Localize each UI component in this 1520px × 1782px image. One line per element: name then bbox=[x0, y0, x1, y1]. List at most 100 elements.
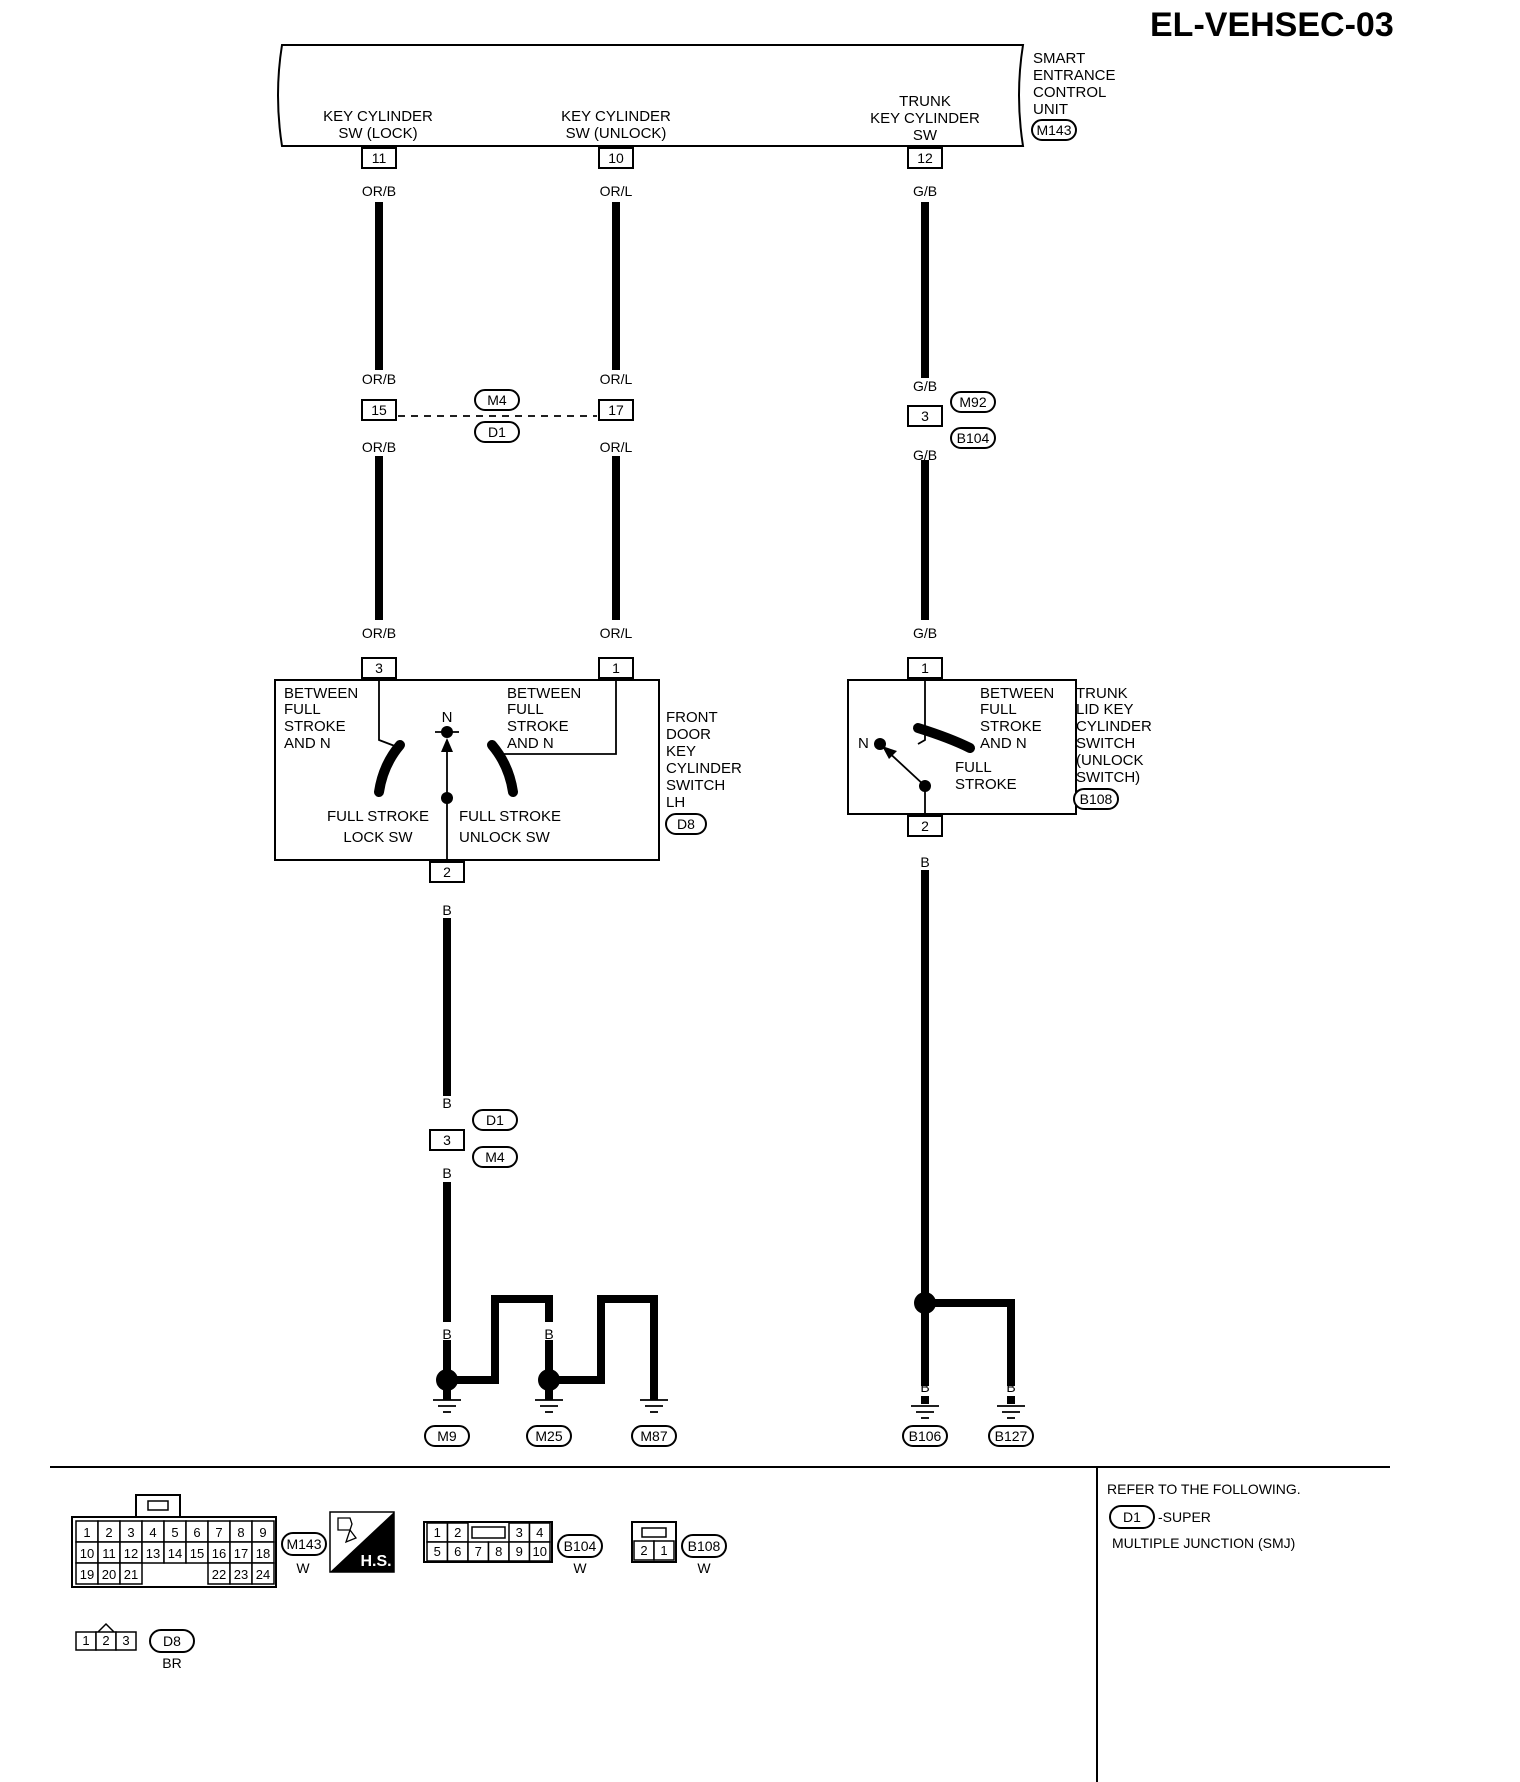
connector-pin: 17 bbox=[229, 1541, 253, 1564]
wire-label: OR/B bbox=[362, 625, 396, 641]
trunk-switch-connector: B108 bbox=[1080, 791, 1113, 807]
ground-label-m9: M9 bbox=[424, 1425, 470, 1447]
svg-text:16: 16 bbox=[212, 1546, 226, 1561]
terminal-pin-10: 10 bbox=[598, 147, 634, 169]
svg-text:23: 23 bbox=[234, 1567, 248, 1582]
svg-text:20: 20 bbox=[102, 1567, 116, 1582]
trunk-switch-name-2: LID KEY bbox=[1076, 701, 1134, 718]
svg-text:22: 22 bbox=[212, 1567, 226, 1582]
junction-ground-pin: 3 bbox=[443, 1132, 451, 1148]
svg-text:24: 24 bbox=[256, 1567, 270, 1582]
svg-text:1: 1 bbox=[660, 1543, 667, 1558]
connector-pin: 19 bbox=[75, 1562, 99, 1585]
refer-connector: D1 bbox=[1123, 1509, 1141, 1525]
connector-key bbox=[471, 1526, 506, 1539]
terminal-pin-11: 11 bbox=[361, 147, 397, 169]
junction-ground-conn-bottom: M4 bbox=[485, 1149, 505, 1165]
terminal-lock-label-2: SW (LOCK) bbox=[338, 125, 417, 142]
ground-label-m87: M87 bbox=[631, 1425, 677, 1447]
svg-text:9: 9 bbox=[259, 1525, 266, 1540]
page-code: EL-VEHSEC-03 bbox=[1150, 6, 1394, 44]
junction-ground: B 3 D1 M4 B bbox=[429, 1095, 518, 1181]
connector-pin: 2 bbox=[446, 1522, 469, 1543]
svg-text:7: 7 bbox=[475, 1544, 482, 1559]
svg-text:6: 6 bbox=[454, 1544, 461, 1559]
wire-label: G/B bbox=[913, 183, 937, 199]
junction-pin-15: 15 bbox=[371, 402, 387, 418]
wire-label: B bbox=[596, 1326, 605, 1342]
front-switch-connector: D8 bbox=[677, 816, 695, 832]
connector-pin: 2 bbox=[97, 1520, 121, 1543]
junction-left-conn-top: M4 bbox=[487, 392, 507, 408]
front-switch-name-6: LH bbox=[666, 794, 685, 811]
trunk-lid-key-switch: 1 BETWEEN FULL STROKE AND N N FULL STROK… bbox=[847, 657, 1152, 870]
connector-pin: 1 bbox=[653, 1540, 675, 1561]
ground-symbol bbox=[433, 1399, 461, 1413]
connector-badge-m143: M143 bbox=[1031, 119, 1077, 141]
svg-text:4: 4 bbox=[536, 1525, 543, 1540]
control-unit-name-3: CONTROL bbox=[1033, 84, 1106, 101]
connector-m143-color: W bbox=[296, 1560, 310, 1576]
wire-label: B bbox=[442, 1095, 451, 1111]
connector-pin: 3 bbox=[115, 1631, 137, 1651]
svg-text:2: 2 bbox=[454, 1525, 461, 1540]
svg-text:10: 10 bbox=[80, 1546, 94, 1561]
connector-m143-badge: M143 W bbox=[281, 1532, 327, 1576]
svg-text:2: 2 bbox=[102, 1633, 109, 1648]
wire-label: OR/L bbox=[600, 371, 633, 387]
trunk-switch-pin-2: 2 bbox=[921, 818, 929, 834]
trunk-switch-name-5: (UNLOCK bbox=[1076, 752, 1144, 769]
connector-pin: 10 bbox=[75, 1541, 99, 1564]
front-switch-name-5: SWITCH bbox=[666, 777, 725, 794]
connector-pin: 11 bbox=[97, 1541, 121, 1564]
wire-label: OR/B bbox=[362, 371, 396, 387]
wire-label: G/B bbox=[913, 625, 937, 641]
connector-pin: 1 bbox=[75, 1520, 99, 1543]
ground-label-b106: B106 bbox=[902, 1425, 948, 1447]
connector-pin: 4 bbox=[141, 1520, 165, 1543]
connector-pin: 7 bbox=[467, 1541, 490, 1562]
trunk-switch-name-3: CYLINDER bbox=[1076, 718, 1152, 735]
front-switch-name-4: CYLINDER bbox=[666, 760, 742, 777]
control-unit-connector: M143 bbox=[1036, 122, 1071, 138]
ground-symbol bbox=[997, 1396, 1025, 1419]
trunk-switch-name-4: SWITCH bbox=[1076, 735, 1135, 752]
terminal-lock-label-1: KEY CYLINDER bbox=[323, 108, 433, 125]
front-note-left-2: FULL bbox=[284, 701, 321, 718]
front-note-left-3: STROKE bbox=[284, 718, 346, 735]
connector-pin: 16 bbox=[207, 1541, 231, 1564]
svg-text:B108: B108 bbox=[688, 1538, 721, 1554]
control-unit-name-2: ENTRANCE bbox=[1033, 67, 1116, 84]
junction-left-conn-bottom: D1 bbox=[488, 424, 506, 440]
connector-pin: 8 bbox=[487, 1541, 510, 1562]
front-lock-label-2: LOCK SW bbox=[343, 829, 413, 846]
svg-text:4: 4 bbox=[149, 1525, 156, 1540]
connector-pin: 14 bbox=[163, 1541, 187, 1564]
control-unit-name-4: UNIT bbox=[1033, 101, 1068, 118]
svg-text:18: 18 bbox=[256, 1546, 270, 1561]
front-note-left-4: AND N bbox=[284, 735, 331, 752]
terminal-unlock-label-2: SW (UNLOCK) bbox=[566, 125, 667, 142]
connector-pin: 6 bbox=[185, 1520, 209, 1543]
refer-line-3: MULTIPLE JUNCTION (SMJ) bbox=[1112, 1535, 1295, 1551]
svg-text:21: 21 bbox=[124, 1567, 138, 1582]
wire-label: B bbox=[920, 854, 929, 870]
trunk-full-1: FULL bbox=[955, 759, 992, 776]
connector-pin: 9 bbox=[251, 1520, 275, 1543]
trunk-note-4: AND N bbox=[980, 735, 1027, 752]
svg-text:M143: M143 bbox=[286, 1536, 321, 1552]
svg-text:5: 5 bbox=[434, 1544, 441, 1559]
front-note-right-3: STROKE bbox=[507, 718, 569, 735]
ground-symbol bbox=[640, 1399, 668, 1413]
terminal-pin-12: 12 bbox=[907, 147, 943, 169]
connector-pin: 2 bbox=[95, 1631, 117, 1651]
front-note-right-4: AND N bbox=[507, 735, 554, 752]
svg-text:3: 3 bbox=[127, 1525, 134, 1540]
junction-pin-17: 17 bbox=[608, 402, 624, 418]
front-switch-name-2: DOOR bbox=[666, 726, 711, 743]
svg-text:B106: B106 bbox=[909, 1428, 942, 1444]
connector-pin: 15 bbox=[185, 1541, 209, 1564]
